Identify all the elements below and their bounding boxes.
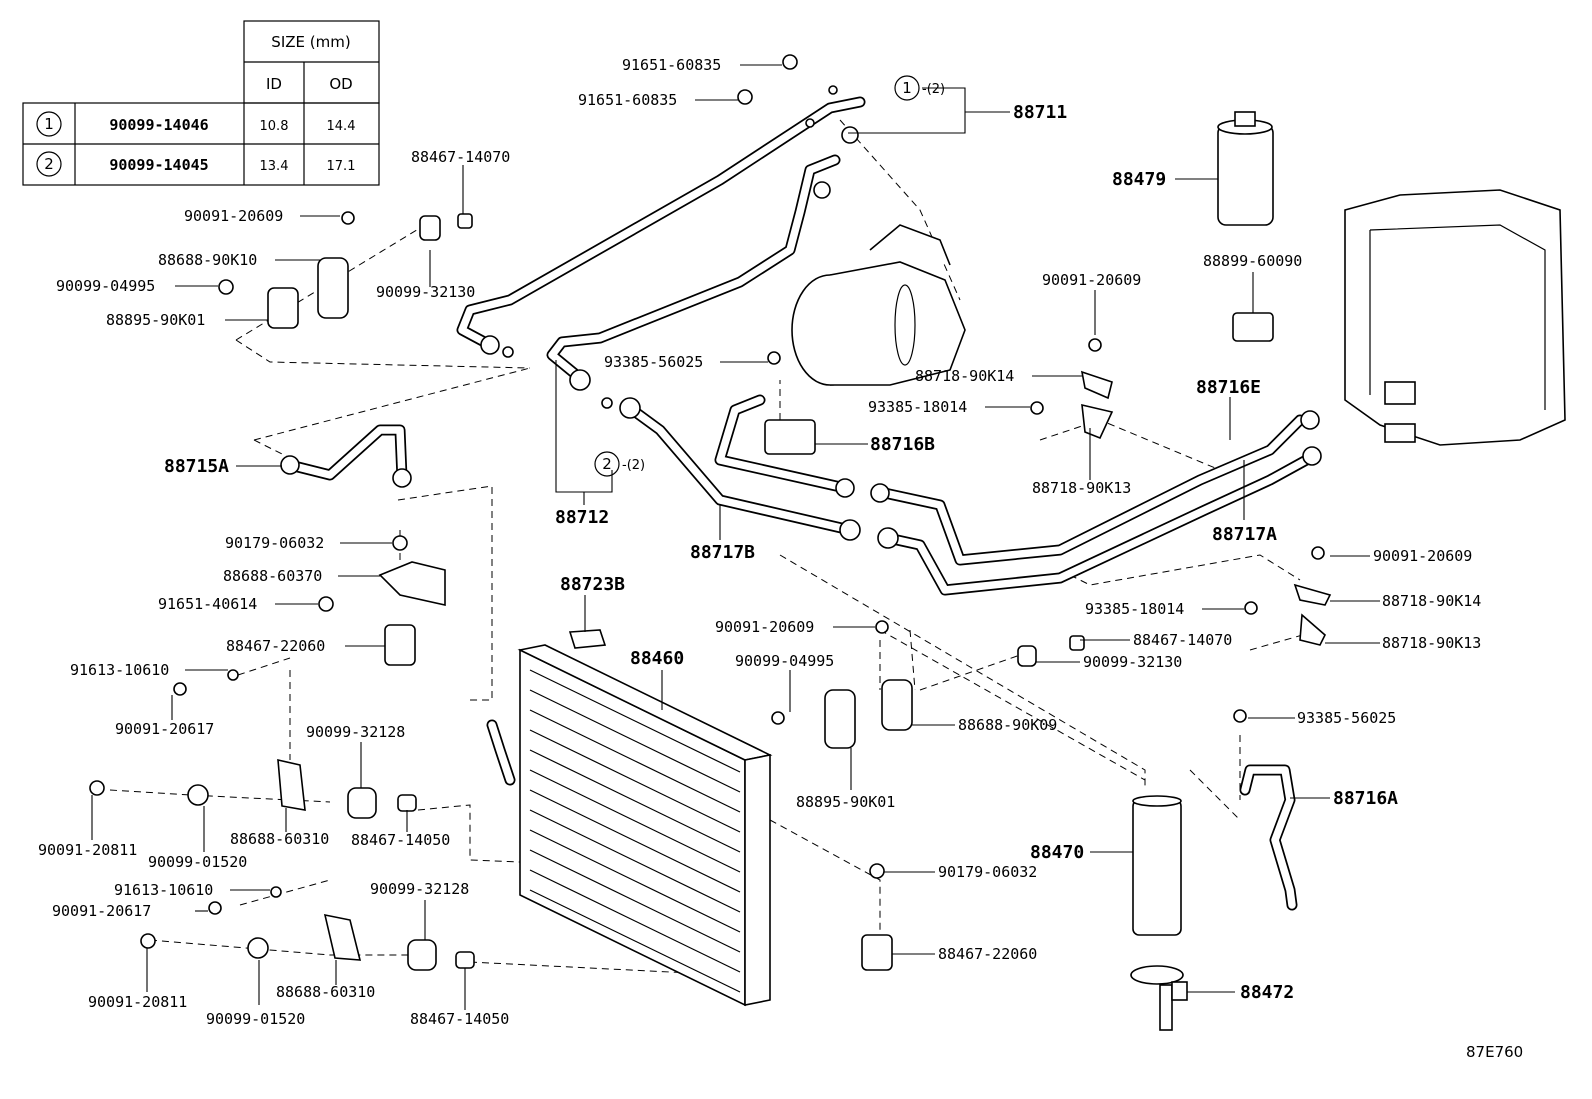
callout-ref-2-qty: -(2) — [622, 458, 645, 473]
callout-ref-2-number: 2 — [602, 455, 612, 473]
label-88716A[interactable]: 88716A — [1333, 788, 1398, 809]
label-88460[interactable]: 88460 — [630, 648, 684, 669]
label-91613-10610-a[interactable]: 91613-10610 — [70, 661, 169, 679]
size-table-row1-id: 10.8 — [260, 119, 289, 134]
callout-ref-1-number: 1 — [902, 79, 912, 97]
label-88718-90K14-b[interactable]: 88718-90K14 — [1382, 592, 1481, 610]
label-88467-14050-b[interactable]: 88467-14050 — [410, 1010, 509, 1028]
label-88688-60310-b[interactable]: 88688-60310 — [276, 983, 375, 1001]
label-88688-90K10[interactable]: 88688-90K10 — [158, 251, 257, 269]
label-90099-04995-b[interactable]: 90099-04995 — [735, 652, 834, 670]
size-table-row1-part: 90099-14046 — [109, 116, 208, 134]
size-table-row2-id: 13.4 — [260, 159, 289, 174]
part-labels: 91651-60835 91651-60835 88711 88479 8846… — [38, 56, 1523, 1061]
condenser-88460-icon — [517, 644, 773, 1007]
label-88472[interactable]: 88472 — [1240, 982, 1294, 1003]
refrigerant-pipes — [284, 96, 1316, 911]
label-88467-22060-b[interactable]: 88467-22060 — [938, 945, 1037, 963]
callout-ref-2: 2 -(2) — [594, 451, 645, 477]
label-sticker-icon — [568, 629, 607, 649]
label-88899-60090[interactable]: 88899-60090 — [1203, 252, 1302, 270]
label-88895-90K01-b[interactable]: 88895-90K01 — [796, 793, 895, 811]
size-table-col-od: OD — [329, 75, 352, 93]
receiver-88470-icon — [1132, 795, 1182, 936]
label-90091-20811-b[interactable]: 90091-20811 — [88, 993, 187, 1011]
label-90091-20811-a[interactable]: 90091-20811 — [38, 841, 137, 859]
label-88718-90K13-b[interactable]: 88718-90K13 — [1382, 634, 1481, 652]
label-93385-56025-a[interactable]: 93385-56025 — [604, 353, 703, 371]
size-table-col-id: ID — [266, 75, 282, 93]
label-90091-20609-d[interactable]: 90091-20609 — [715, 618, 814, 636]
compressor-icon — [791, 224, 966, 386]
label-90091-20609-a[interactable]: 90091-20609 — [184, 207, 283, 225]
leader-lines — [91, 64, 1380, 1010]
label-88470[interactable]: 88470 — [1030, 842, 1084, 863]
label-88723B[interactable]: 88723B — [560, 574, 625, 595]
label-88717A[interactable]: 88717A — [1212, 524, 1277, 545]
label-90099-32128-b[interactable]: 90099-32128 — [370, 880, 469, 898]
label-93385-18014-b[interactable]: 93385-18014 — [1085, 600, 1184, 618]
label-90179-06032-b[interactable]: 90179-06032 — [938, 863, 1037, 881]
label-90099-32128-a[interactable]: 90099-32128 — [306, 723, 405, 741]
size-table-row1-od: 14.4 — [327, 119, 356, 134]
label-90179-06032-a[interactable]: 90179-06032 — [225, 534, 324, 552]
label-88895-90K01-a[interactable]: 88895-90K01 — [106, 311, 205, 329]
label-88467-14070-a[interactable]: 88467-14070 — [411, 148, 510, 166]
label-88716E[interactable]: 88716E — [1196, 377, 1261, 398]
label-90091-20617-a[interactable]: 90091-20617 — [115, 720, 214, 738]
label-88715A[interactable]: 88715A — [164, 456, 229, 477]
label-93385-56025-b[interactable]: 93385-56025 — [1297, 709, 1396, 727]
label-90099-01520-b[interactable]: 90099-01520 — [206, 1010, 305, 1028]
label-88718-90K13-a[interactable]: 88718-90K13 — [1032, 479, 1131, 497]
receiver-bracket-88472-icon — [1130, 965, 1188, 1031]
label-90099-04995-a[interactable]: 90099-04995 — [56, 277, 155, 295]
size-table: SIZE (mm) ID OD 1 90099-14046 10.8 14.4 … — [22, 20, 380, 186]
label-91651-40614[interactable]: 91651-40614 — [158, 595, 257, 613]
label-90099-01520-a[interactable]: 90099-01520 — [148, 853, 247, 871]
label-90099-32130-a[interactable]: 90099-32130 — [376, 283, 475, 301]
desiccant-block-icon — [1232, 312, 1274, 342]
label-91651-60835-a[interactable]: 91651-60835 — [622, 56, 721, 74]
label-88711[interactable]: 88711 — [1013, 102, 1067, 123]
size-table-row2-ref: 2 — [44, 155, 54, 173]
label-93385-18014-a[interactable]: 93385-18014 — [868, 398, 967, 416]
label-90091-20609-c[interactable]: 90091-20609 — [1373, 547, 1472, 565]
label-90091-20617-b[interactable]: 90091-20617 — [52, 902, 151, 920]
hardware-parts — [89, 54, 1332, 971]
label-90099-32130-b[interactable]: 90099-32130 — [1083, 653, 1182, 671]
label-88467-14050-a[interactable]: 88467-14050 — [351, 831, 450, 849]
label-88479[interactable]: 88479 — [1112, 169, 1166, 190]
label-88688-90K09[interactable]: 88688-90K09 — [958, 716, 1057, 734]
label-88688-60310-a[interactable]: 88688-60310 — [230, 830, 329, 848]
label-91613-10610-b[interactable]: 91613-10610 — [114, 881, 213, 899]
label-88467-14070-b[interactable]: 88467-14070 — [1133, 631, 1232, 649]
callout-ref-1-qty: -(2) — [922, 82, 945, 97]
size-table-row2-od: 17.1 — [327, 159, 356, 174]
label-88467-22060-a[interactable]: 88467-22060 — [226, 637, 325, 655]
size-table-row1-ref: 1 — [44, 115, 54, 133]
label-88717B[interactable]: 88717B — [690, 542, 755, 563]
label-91651-60835-b[interactable]: 91651-60835 — [578, 91, 677, 109]
receiver-drier-88479-icon — [1217, 111, 1274, 226]
evaporator-unit-icon — [1344, 189, 1566, 446]
label-90091-20609-b[interactable]: 90091-20609 — [1042, 271, 1141, 289]
size-table-row2-part: 90099-14045 — [109, 156, 208, 174]
label-88718-90K14-a[interactable]: 88718-90K14 — [915, 367, 1014, 385]
callout-ref-1: 1 -(2) — [894, 75, 945, 101]
label-88716B[interactable]: 88716B — [870, 434, 935, 455]
diagram-code: 87E760 — [1466, 1043, 1523, 1061]
label-88688-60370[interactable]: 88688-60370 — [223, 567, 322, 585]
size-table-header: SIZE (mm) — [271, 33, 350, 51]
label-88712[interactable]: 88712 — [555, 507, 609, 528]
